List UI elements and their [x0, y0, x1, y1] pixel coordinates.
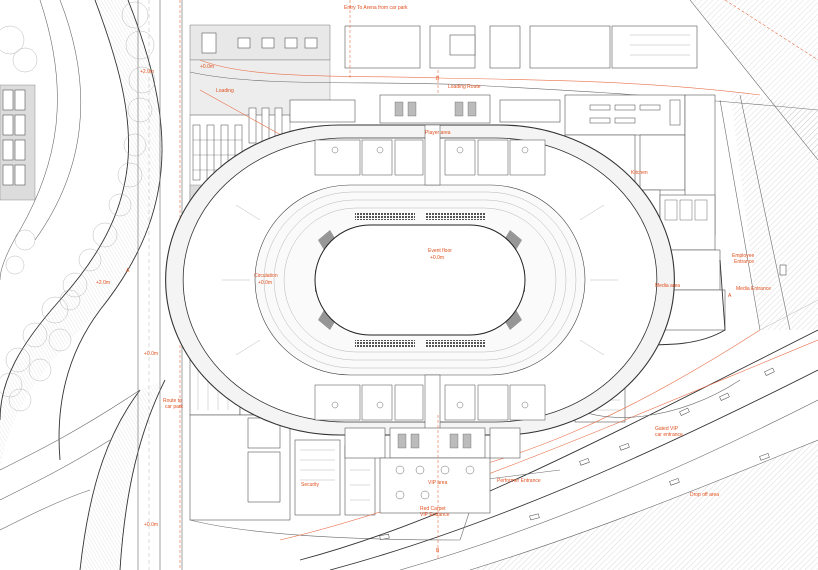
label-performer-entrance: Performer Entrance	[497, 478, 541, 484]
label-drop-off: Drop off area	[690, 492, 719, 498]
label-employee-entrance-2: Entrance	[734, 259, 754, 265]
label-level-left-mid: +2.0m	[96, 280, 110, 286]
label-circulation-level: +0.0m	[258, 280, 272, 286]
label-event-floor: Event floor	[428, 248, 452, 254]
label-red-carpet-1: Red Carpet	[420, 506, 446, 512]
label-vip-area: VIP area	[428, 480, 448, 486]
label-employee-entrance-1: Employee	[732, 253, 754, 259]
label-loading-route: Loading Route	[448, 84, 481, 90]
marker-b-top: B	[436, 76, 440, 82]
label-loading: Loading	[216, 88, 234, 94]
label-entry-top: Entry To Arena from car park	[344, 5, 408, 11]
arena-building	[165, 70, 675, 560]
label-level-road: +0.0m	[144, 351, 158, 357]
right-landscape	[719, 90, 818, 331]
label-gated-vip-1: Gated VIP	[655, 426, 679, 432]
label-level-left-top: +2.0m	[140, 69, 154, 75]
left-landscape	[0, 0, 183, 570]
annotations: Entry To Arena from car park +0.0m Loadi…	[96, 5, 771, 554]
label-media-area: Media area	[655, 283, 680, 289]
label-route-car-park-1: Route to	[163, 398, 182, 404]
label-gated-vip-2: car entrance	[655, 432, 683, 438]
label-players-area: Player area	[425, 130, 451, 136]
label-security: Security	[301, 482, 320, 488]
label-red-carpet-2: VIP Entrance	[420, 512, 450, 518]
marker-a-left: A	[126, 268, 130, 274]
label-event-floor-level: +0.0m	[430, 255, 444, 261]
label-level-top: +0.0m	[200, 64, 214, 70]
label-media-entrance: Media Entrance	[736, 286, 771, 292]
label-level-bottom-left: +0.0m	[144, 522, 158, 528]
marker-a-right: A	[728, 293, 732, 299]
label-kitchen: Kitchen	[631, 170, 648, 176]
label-circulation: Circulation	[254, 273, 278, 279]
marker-b-bottom: B	[436, 548, 440, 554]
label-route-car-park-2: car park	[165, 404, 184, 410]
